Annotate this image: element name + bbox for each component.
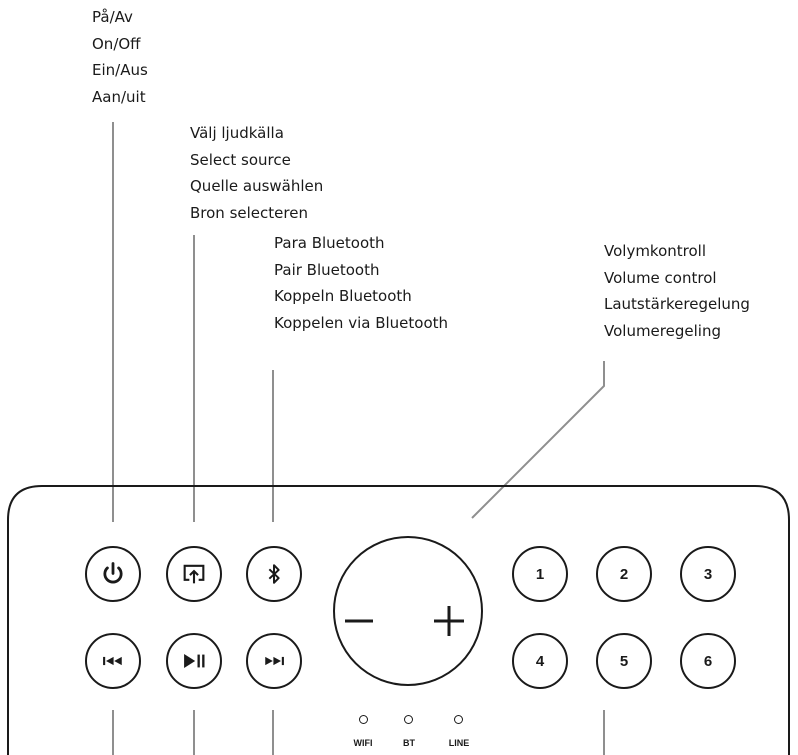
source-label-sv: Välj ljudkälla [190, 124, 284, 142]
wifi-indicator-label: WIFI [353, 738, 373, 748]
volume-label-nl: Volumeregeling [604, 321, 721, 340]
preset-label: 5 [619, 652, 629, 670]
volume-label-group: Volymkontroll Volume control Lautstärker… [604, 238, 750, 344]
next-track-button[interactable] [246, 633, 302, 689]
line-indicator-led [454, 715, 463, 724]
source-label-group: Välj ljudkälla Select source Quelle ausw… [190, 120, 323, 226]
play-pause-icon [184, 654, 205, 668]
volume-label-en: Volume control [604, 268, 717, 287]
preset-label: 2 [619, 565, 629, 583]
preset-button-5[interactable]: 5 [596, 633, 652, 689]
preset-label: 6 [703, 652, 713, 670]
bluetooth-label-group: Para Bluetooth Pair Bluetooth Koppeln Bl… [274, 230, 448, 336]
bluetooth-label-en: Pair Bluetooth [274, 260, 380, 279]
airplay-source-icon [183, 564, 205, 584]
preset-label: 4 [535, 652, 545, 670]
volume-label-de: Lautstärkeregelung [604, 295, 750, 313]
bluetooth-icon [268, 564, 280, 584]
volume-knob[interactable] [333, 536, 483, 686]
previous-track-icon [103, 656, 122, 666]
knob-symbols [345, 606, 464, 636]
preset-label: 3 [703, 565, 713, 583]
source-label-nl: Bron selecteren [190, 203, 308, 222]
power-button[interactable] [85, 546, 141, 602]
line-indicator-label: LINE [448, 738, 470, 748]
bluetooth-button[interactable] [246, 546, 302, 602]
volume-leader-line [471, 361, 605, 519]
bluetooth-label-nl: Koppelen via Bluetooth [274, 313, 449, 332]
source-label-en: Select source [190, 150, 291, 169]
bt-indicator-label: BT [403, 738, 415, 748]
play-pause-button[interactable] [166, 633, 222, 689]
preset-button-1[interactable]: 1 [512, 546, 568, 602]
bluetooth-label-de: Koppeln Bluetooth [274, 287, 412, 305]
bt-indicator-led [404, 715, 413, 724]
bluetooth-label-sv: Para Bluetooth [274, 234, 385, 252]
power-label-sv: På/Av [92, 8, 133, 26]
preset-button-6[interactable]: 6 [680, 633, 736, 689]
power-label-nl: Aan/uit [92, 87, 146, 106]
power-label-group: På/Av On/Off Ein/Aus Aan/uit [92, 4, 148, 110]
preset-button-4[interactable]: 4 [512, 633, 568, 689]
previous-track-button[interactable] [85, 633, 141, 689]
preset-button-3[interactable]: 3 [680, 546, 736, 602]
device-panel-outline [7, 485, 790, 755]
next-track-icon [265, 656, 284, 666]
source-button[interactable] [166, 546, 222, 602]
wifi-indicator-led [359, 715, 368, 724]
preset-label: 1 [535, 565, 545, 583]
power-label-de: Ein/Aus [92, 61, 148, 79]
power-icon [103, 562, 123, 584]
source-label-de: Quelle auswählen [190, 177, 324, 195]
preset-button-2[interactable]: 2 [596, 546, 652, 602]
power-label-en: On/Off [92, 34, 141, 53]
volume-label-sv: Volymkontroll [604, 242, 706, 260]
